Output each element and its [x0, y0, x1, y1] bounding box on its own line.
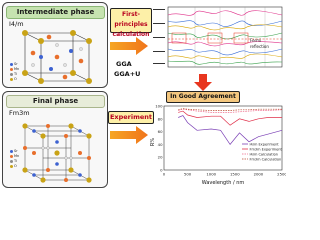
- band-structure-plot: Fermi reflection: [153, 6, 283, 68]
- legend-ti-label-2: Ti: [14, 159, 18, 163]
- legend-o-dot-2: [10, 165, 13, 168]
- y-tick-label: 40: [158, 142, 163, 147]
- intermediate-space-group: I4/m: [9, 20, 24, 28]
- arrows-layer: [110, 37, 212, 144]
- series-line-3: [178, 108, 282, 111]
- legend-ti-dot: [10, 73, 13, 76]
- intermediate-phase-panel: Intermediate phase I4/m Sr Mn Ti O: [2, 2, 108, 88]
- final-crystal-structure: [22, 123, 92, 183]
- legend-mn-dot-2: [10, 155, 13, 158]
- intermediate-crystal-structure: [22, 30, 92, 84]
- legend-sr-dot: [10, 63, 13, 66]
- legend-label-2: I4/m Calculation: [250, 152, 279, 156]
- first-principles-label: First-principles calculation: [110, 8, 152, 38]
- y-tick-label: 0: [160, 168, 163, 173]
- legend-sr-label-2: Sr: [14, 149, 18, 153]
- y-tick-label: 20: [158, 155, 163, 160]
- agreement-label: In Good Agreement: [166, 91, 240, 103]
- y-tick-label: 80: [158, 116, 163, 121]
- arrow-to-experiment: [110, 126, 148, 144]
- series-line-0: [178, 115, 283, 145]
- legend-mn-dot: [10, 68, 13, 71]
- x-tick-label: 2500: [277, 172, 286, 177]
- band-annotation-fermi: Fermi: [250, 38, 261, 43]
- x-tick-label: 0: [163, 172, 166, 177]
- legend-mn-label-2: Mn: [14, 154, 20, 158]
- legend-ti-label: Ti: [14, 72, 18, 76]
- final-phase-title: Final phase: [6, 95, 105, 108]
- series-line-1: [178, 110, 282, 126]
- legend-sr-label: Sr: [14, 62, 18, 66]
- x-tick-label: 500: [184, 172, 192, 177]
- legend-o-dot: [10, 78, 13, 81]
- x-tick-label: 1000: [206, 172, 216, 177]
- final-space-group: Fm3m: [9, 109, 30, 117]
- legend-o-label: O: [14, 77, 17, 81]
- functional-gga: GGA: [116, 60, 132, 68]
- band-annotation-reflection: reflection: [250, 44, 269, 49]
- x-tick-label: 2000: [254, 172, 264, 177]
- reflectance-chart: 0 20 40 60 80 100 0 500 1000 1500 2000 2500 I4/m E…: [150, 104, 286, 186]
- y-tick-label: 60: [158, 129, 163, 134]
- legend-label-0: I4/m Experiment: [250, 142, 280, 146]
- legend-mn-label: Mn: [14, 67, 20, 71]
- legend-ti-dot-2: [10, 160, 13, 163]
- legend-sr-dot-2: [10, 150, 13, 153]
- intermediate-phase-title: Intermediate phase: [6, 6, 105, 19]
- experiment-label: Experiment: [108, 111, 154, 124]
- chart-xlabel: Wavelength / nm: [202, 180, 245, 186]
- y-tick-label: 100: [155, 104, 163, 109]
- legend-label-3: Fm3m Calculation: [250, 157, 282, 161]
- legend-label-1: Fm3m Experiment: [250, 147, 283, 151]
- x-tick-label: 1500: [230, 172, 240, 177]
- functional-ggau: GGA+U: [114, 70, 141, 78]
- final-phase-panel: Final phase Fm3m Sr Mn Ti O: [2, 91, 108, 188]
- series-line-2: [178, 108, 283, 113]
- chart-ylabel: R%: [150, 138, 156, 146]
- arrow-agreement: [194, 74, 212, 91]
- arrow-to-calculation: [110, 37, 148, 55]
- legend-o-label-2: O: [14, 164, 17, 168]
